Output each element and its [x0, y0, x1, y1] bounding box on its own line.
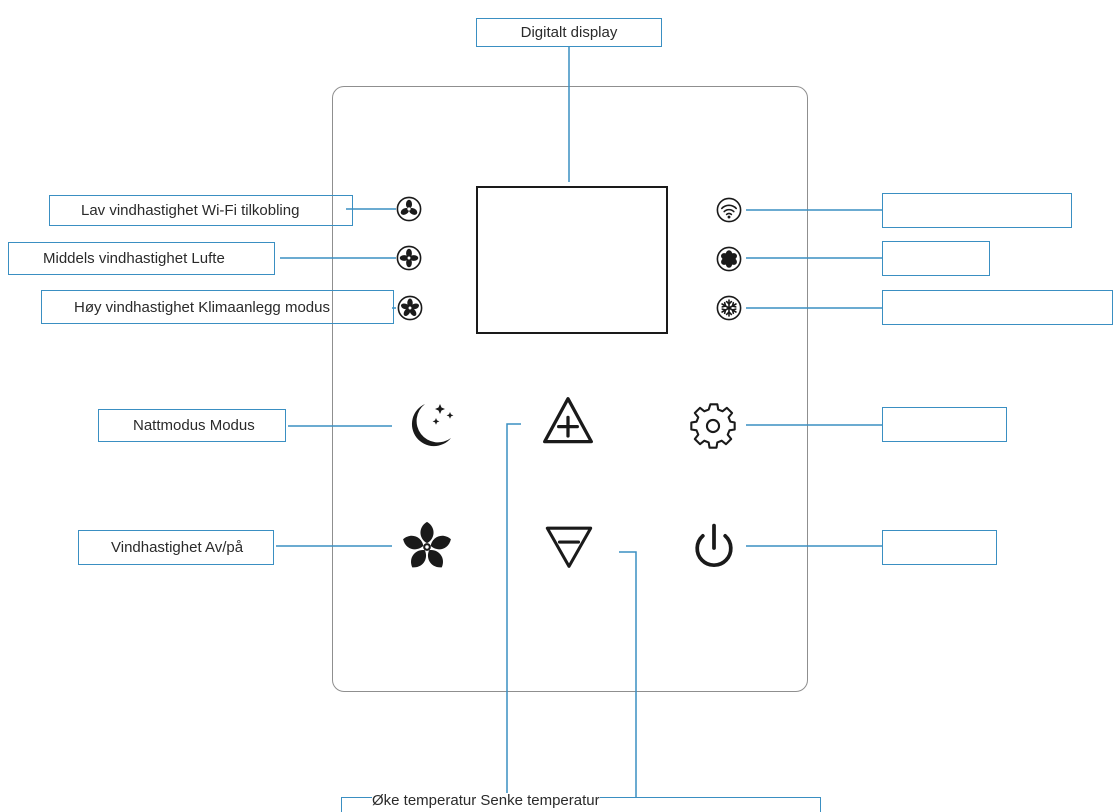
- callout-night-mode: Nattmodus Modus: [98, 409, 286, 442]
- callout-temperature: Øke temperatur Senke temperatur: [341, 793, 821, 812]
- callout-display: Digitalt display: [476, 18, 662, 47]
- fan-medium-icon[interactable]: [393, 242, 425, 274]
- fan-icon[interactable]: [398, 518, 456, 576]
- triangle-minus-icon[interactable]: [541, 523, 597, 575]
- callout-display-text: Digitalt display: [520, 24, 618, 41]
- callout-fan-power: Vindhastighet Av/på: [78, 530, 274, 565]
- power-icon[interactable]: [686, 520, 742, 576]
- callout-snowflake: [882, 290, 1113, 325]
- leader-minus: [619, 551, 637, 797]
- callout-gear: [882, 407, 1007, 442]
- leader-plus: [506, 423, 521, 797]
- fan-high-icon[interactable]: [394, 292, 426, 324]
- control-panel: [332, 86, 808, 692]
- callout-power: [882, 530, 997, 565]
- callout-night-mode-text: Nattmodus Modus: [133, 417, 255, 434]
- wifi-icon[interactable]: [713, 194, 745, 226]
- triangle-plus-icon[interactable]: [538, 394, 598, 450]
- vent-icon[interactable]: [713, 243, 745, 275]
- moon-stars-icon[interactable]: [398, 396, 458, 456]
- callout-low-speed-wifi: Lav vindhastighet Wi-Fi tilkobling: [49, 195, 353, 226]
- callout-high-speed-ac-text: Høy vindhastighet Klimaanlegg modus: [74, 298, 330, 316]
- snowflake-icon[interactable]: [713, 292, 745, 324]
- fan-low-icon[interactable]: [393, 193, 425, 225]
- callout-wifi: [882, 193, 1072, 228]
- callout-medium-speed-vent: Middels vindhastighet Lufte: [8, 242, 275, 275]
- callout-medium-speed-vent-text: Middels vindhastighet Lufte: [43, 250, 225, 267]
- callout-temperature-text: Øke temperatur Senke temperatur: [372, 792, 600, 809]
- digital-display: [476, 186, 668, 334]
- callout-high-speed-ac: Høy vindhastighet Klimaanlegg modus: [41, 290, 394, 324]
- gear-icon[interactable]: [687, 400, 739, 452]
- callout-vent: [882, 241, 990, 276]
- callout-low-speed-wifi-text: Lav vindhastighet Wi-Fi tilkobling: [81, 202, 300, 219]
- callout-fan-power-text: Vindhastighet Av/på: [111, 539, 244, 556]
